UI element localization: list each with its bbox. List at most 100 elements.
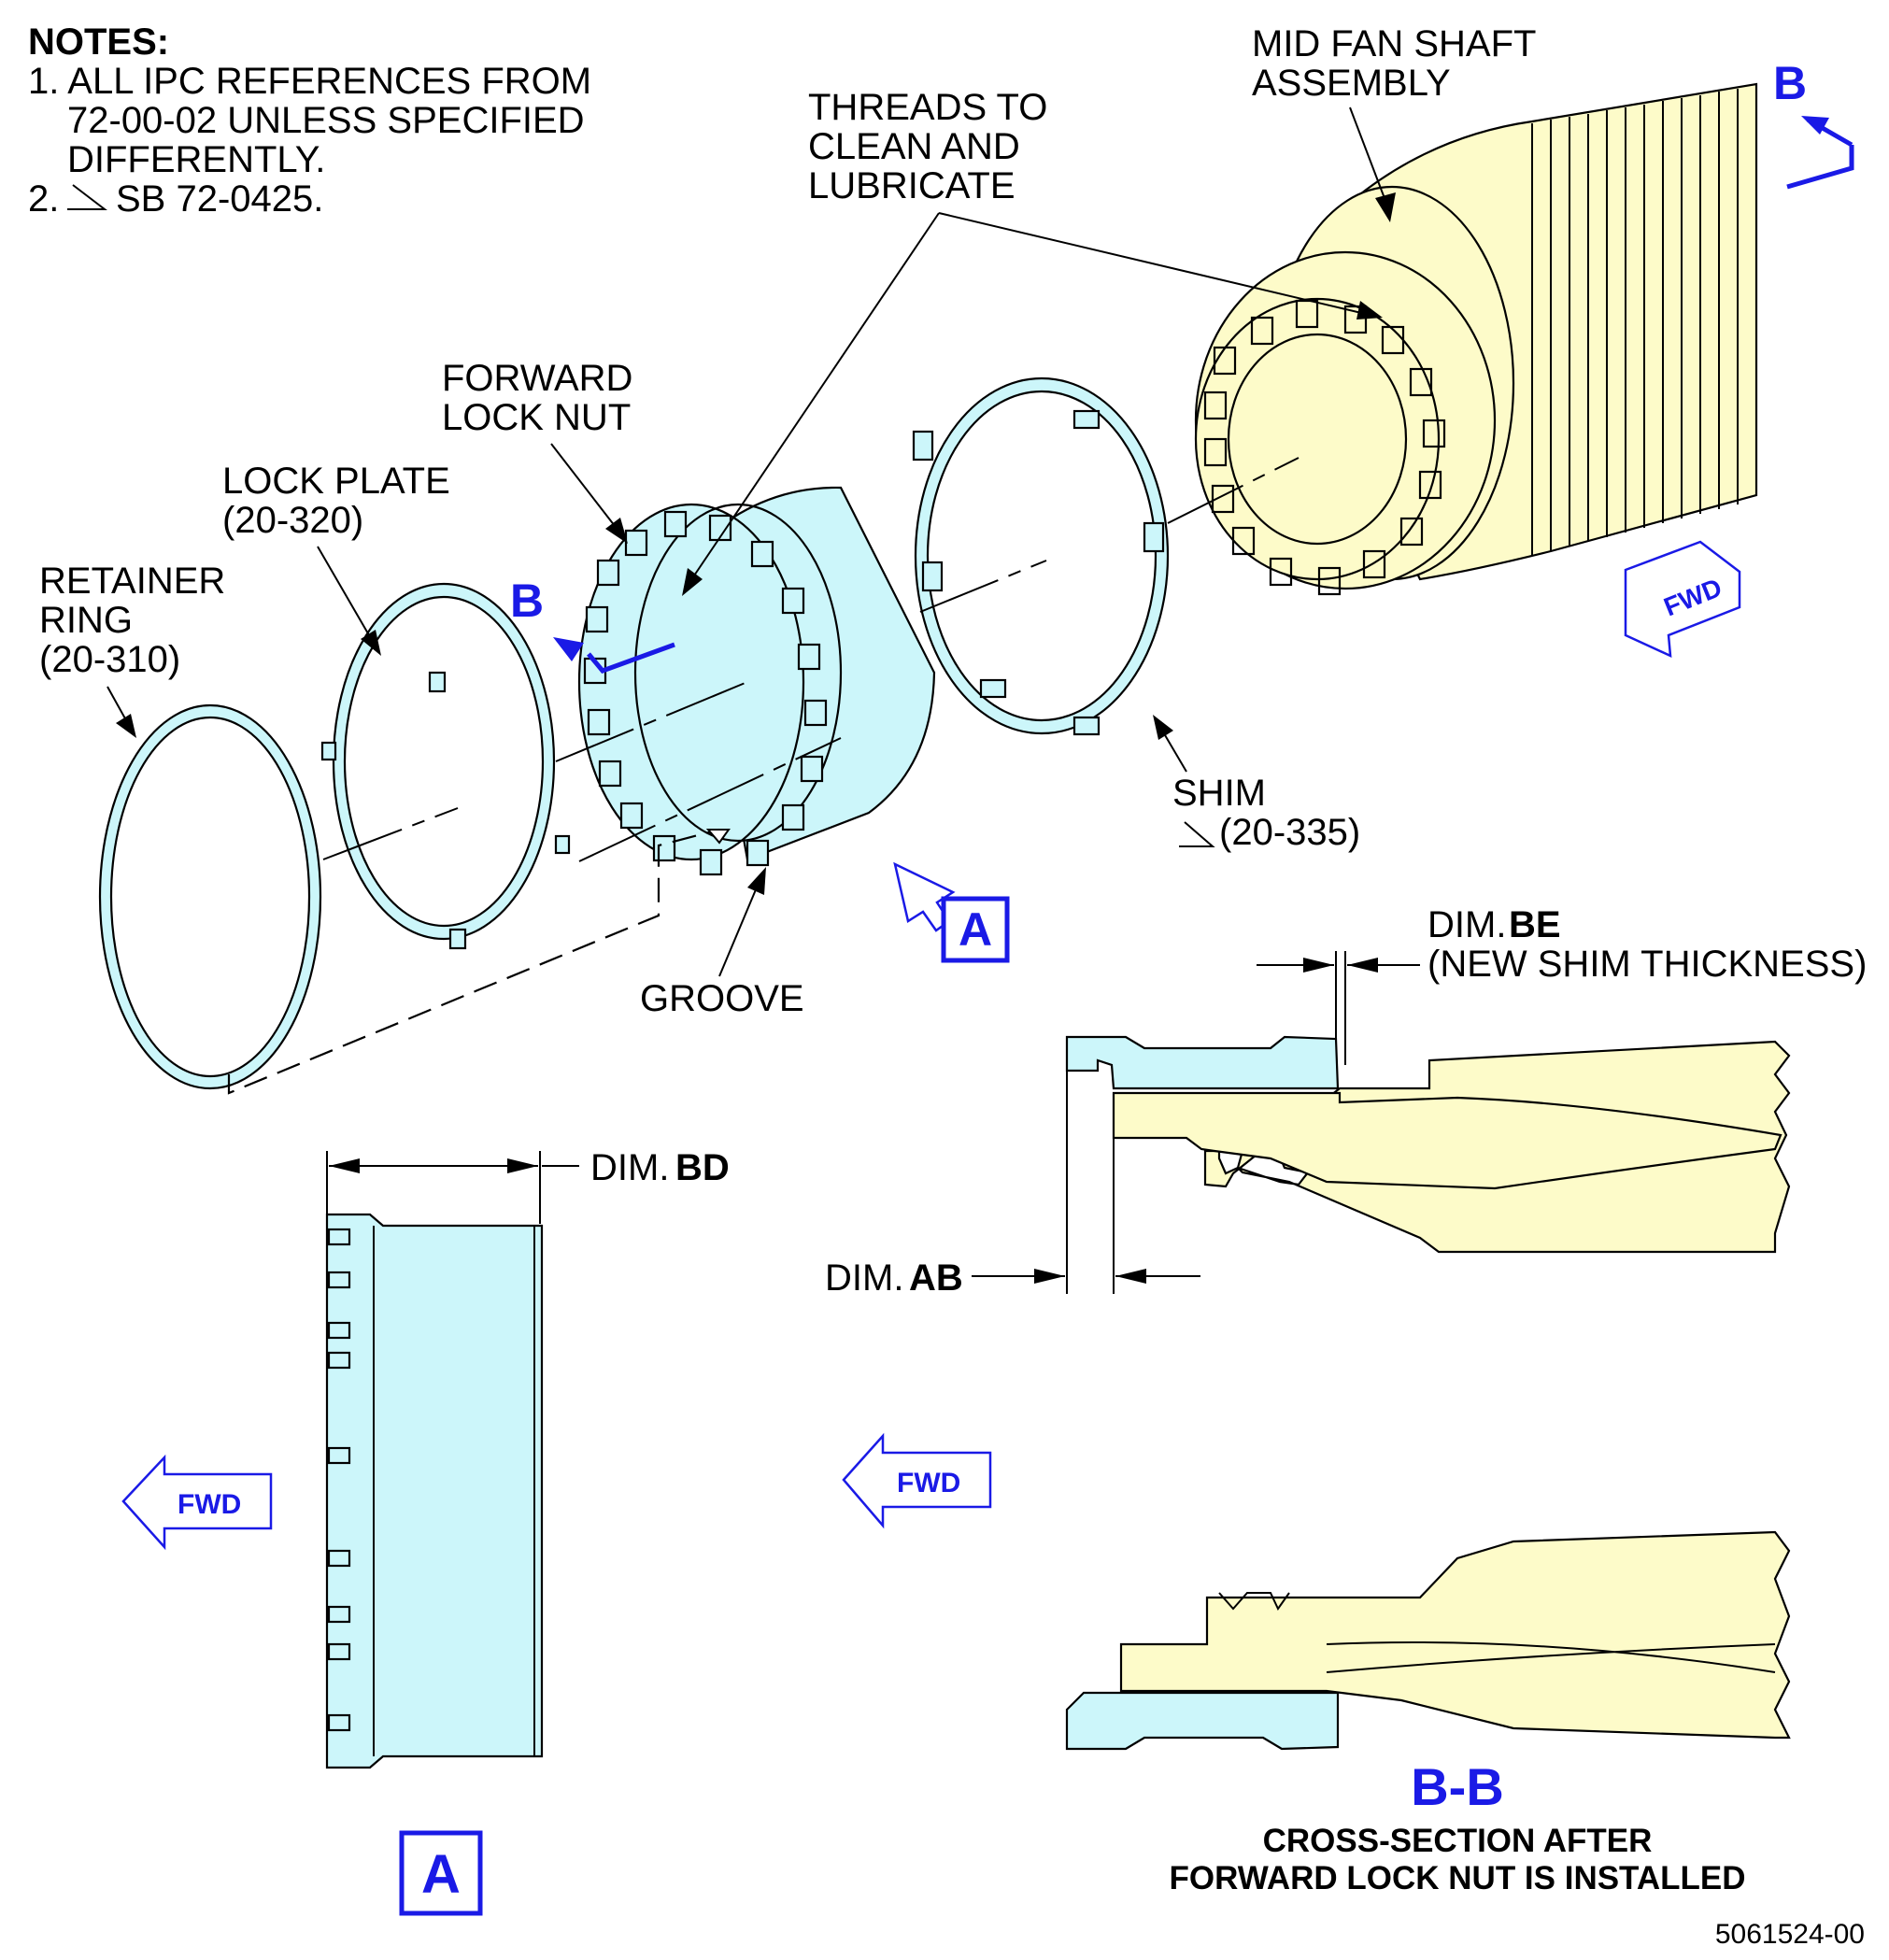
detail-a-lock-nut-side-view: DIM. BD A (325, 1147, 730, 1916)
section-letter-b-top: B (1773, 57, 1807, 109)
note-line-4-number: 2. (28, 178, 59, 220)
dim-be-note: (NEW SHIM THICKNESS) (1427, 944, 1867, 985)
dim-bd-arrow-right (507, 1158, 538, 1173)
center-line-ring (322, 807, 459, 860)
dim-be-arrow-left (1303, 958, 1334, 973)
label-retainer-ring-1: RETAINER (39, 561, 225, 602)
section-lower-shaft (1119, 1530, 1791, 1740)
section-lower-thread-profile (1206, 1592, 1290, 1644)
retainer-ring (98, 703, 322, 1090)
section-lower-bore-lines (1326, 1641, 1776, 1673)
label-retainer-ring-3: (20-310) (39, 639, 180, 680)
note-line-2: 72-00-02 UNLESS SPECIFIED (67, 100, 585, 141)
shaft-coupling-slots (1203, 299, 1446, 596)
center-line-plate (555, 681, 748, 762)
dim-ab-arrow-left (1034, 1269, 1065, 1284)
leader-groove (718, 875, 762, 977)
label-mid-fan-shaft-1: MID FAN SHAFT (1252, 23, 1536, 64)
note-line-1: 1. ALL IPC REFERENCES FROM (28, 61, 591, 102)
section-letter-b-left: B (510, 575, 544, 627)
leader-lock-plate (317, 546, 376, 647)
shaft-bore (1227, 333, 1408, 546)
fwd-arrow-left: FWD (121, 1454, 273, 1551)
lock-nut-castellations (583, 510, 828, 876)
arrowhead-lock-plate (361, 630, 381, 656)
callout-threads: THREADS TO CLEAN AND LUBRICATE (682, 87, 1383, 596)
callout-mid-fan-shaft: MID FAN SHAFT ASSEMBLY (1252, 23, 1536, 222)
view-a-box (941, 896, 1010, 963)
fwd-arrow-shape-middle (842, 1432, 992, 1529)
lock-plate-tabs (320, 671, 571, 950)
section-cut-line-top (1786, 145, 1854, 190)
mid-fan-shaft-assembly (1194, 82, 1758, 596)
notes-block: NOTES: 1. ALL IPC REFERENCES FROM 72-00-… (28, 21, 591, 220)
groove-alignment-dashed (227, 828, 720, 1095)
label-threads-2: CLEAN AND (808, 126, 1020, 167)
groove-pointer (705, 829, 731, 845)
dim-be-code: BE (1509, 904, 1561, 945)
label-shim-2: (20-335) (1219, 812, 1360, 853)
arrowhead-forward-lock-nut (605, 518, 628, 544)
fwd-arrow-top-right: FWD (1624, 540, 1741, 659)
section-b-b-lower (1065, 1530, 1791, 1751)
note-line-3: DIFFERENTLY. (67, 139, 325, 180)
notes-title: NOTES: (28, 21, 169, 63)
section-title: B-B (1411, 1757, 1504, 1816)
fwd-label-left: FWD (178, 1489, 241, 1520)
arrowhead-threads-shaft (1356, 301, 1383, 320)
label-threads-3: LUBRICATE (808, 165, 1016, 206)
dim-be-arrow-right (1347, 958, 1378, 973)
dim-ab-arrow-right (1115, 1269, 1146, 1284)
revision-delta-icon (67, 184, 107, 210)
arrowhead-groove (747, 867, 766, 895)
shim-ring (912, 376, 1170, 736)
label-threads-1: THREADS TO (808, 87, 1047, 128)
section-b-b-upper: DIM. BE (NEW SHIM THICKNESS) DIM. AB (825, 904, 1867, 1299)
section-caption: B-B CROSS-SECTION AFTER FORWARD LOCK NUT… (1169, 1757, 1745, 1896)
dim-bd-prefix: DIM. (590, 1147, 669, 1188)
leader-mid-fan-shaft (1349, 107, 1391, 214)
view-a-letter: A (959, 903, 992, 956)
label-lock-plate-1: LOCK PLATE (222, 461, 450, 502)
shaft-spline-teeth (1531, 89, 1739, 555)
center-line-shim (919, 560, 1047, 613)
fwd-label-middle: FWD (897, 1468, 960, 1498)
section-arrowhead-top (1801, 116, 1829, 135)
fwd-arrow-middle: FWD (842, 1432, 992, 1529)
label-groove: GROOVE (640, 978, 804, 1019)
center-line-shaft (1167, 457, 1300, 524)
dim-ab-prefix: DIM. (825, 1257, 903, 1299)
detail-a-label: A (421, 1844, 461, 1905)
arrowhead-shim (1153, 715, 1173, 740)
assembly-center-lines (227, 457, 1300, 1095)
section-marker-b-top: B (1773, 57, 1854, 190)
dim-bd-arrow-left (329, 1158, 360, 1173)
leader-threads-shaft (938, 212, 1374, 317)
arrowhead-threads-nut (682, 568, 703, 596)
section-caption-line-1: CROSS-SECTION AFTER (1263, 1823, 1653, 1859)
leader-forward-lock-nut (550, 443, 622, 535)
label-mid-fan-shaft-2: ASSEMBLY (1252, 63, 1451, 104)
section-caption-line-2: FORWARD LOCK NUT IS INSTALLED (1169, 1860, 1745, 1896)
callout-lock-plate: LOCK PLATE (20-320) (222, 461, 450, 656)
retainer-ring-inner (109, 716, 311, 1078)
label-forward-lock-nut-2: LOCK NUT (442, 397, 631, 438)
figure-number: 5061524-00 (1715, 1919, 1865, 1950)
shaft-coupling-inner (1194, 297, 1441, 581)
arrowhead-retainer-ring (116, 714, 136, 738)
callout-retainer-ring: RETAINER RING (20-310) (39, 561, 225, 738)
lock-plate-inner (343, 595, 545, 928)
center-line-nut-lower (578, 737, 842, 862)
callout-groove: GROOVE (640, 867, 804, 1019)
lock-plate (320, 582, 571, 950)
label-shim-1: SHIM (1172, 773, 1266, 814)
leader-threads-nut (686, 212, 940, 588)
shim-revision-delta-icon (1179, 821, 1215, 847)
view-a-arrow-marker: A (893, 861, 1010, 963)
callout-forward-lock-nut: FORWARD LOCK NUT (442, 358, 632, 544)
shim-tabs (912, 409, 1165, 736)
section-cut-line-left (587, 642, 675, 674)
shim-inner (926, 390, 1158, 722)
